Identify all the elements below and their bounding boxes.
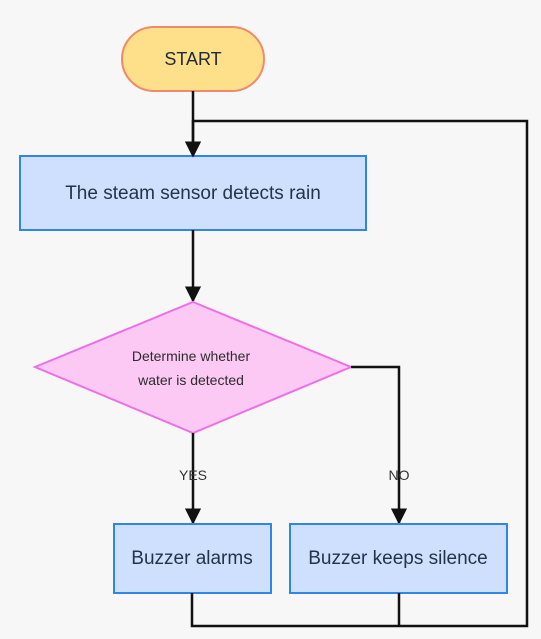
decision-label-line-1: Determine whether [132,348,251,364]
decision-diamond [32,300,354,435]
decision-label-line-2: water is detected [137,372,244,388]
no-branch-arrow [351,365,408,525]
feedback-loop-arrow [184,119,529,628]
buzzer-silence-box [289,523,508,594]
buzzer-silence-label: Buzzer keeps silence [308,548,488,569]
start-label: START [164,49,221,69]
buzzer-alarms-box [113,523,272,594]
buzzer-alarms-label: Buzzer alarms [131,548,252,569]
no-branch-label: NO [389,467,410,483]
process-box [19,155,367,231]
yes-branch-label: YES [179,467,207,483]
process-label: The steam sensor detects rain [65,183,321,204]
